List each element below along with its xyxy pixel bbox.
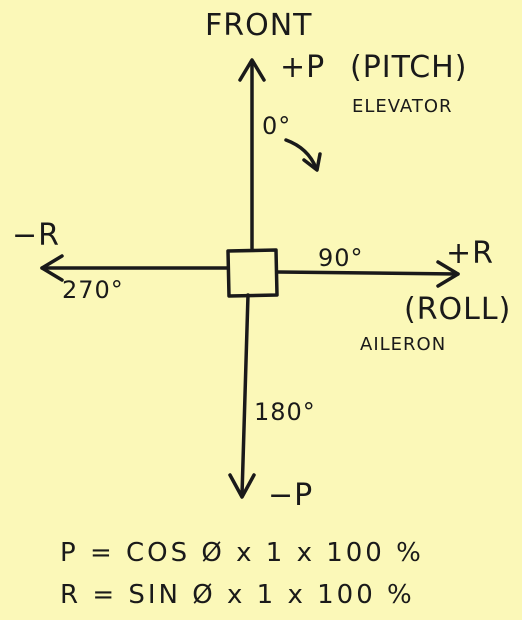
minus-r-label: −R xyxy=(12,218,60,253)
minus-p-label: −P xyxy=(268,478,314,513)
rotation-arrowhead xyxy=(302,152,322,172)
roll-axis-right xyxy=(276,270,460,276)
front-label: FRONT xyxy=(205,8,313,43)
center-square xyxy=(226,248,279,298)
one-eighty-degree-label: 180° xyxy=(254,398,316,426)
pitch-formula: P = COS Ø x 1 x 100 % xyxy=(60,538,424,568)
left-arrowhead xyxy=(40,254,64,282)
rotation-arrow xyxy=(284,138,318,170)
elevator-label: ELEVATOR xyxy=(352,96,453,117)
pitch-label: (PITCH) xyxy=(350,50,468,85)
ninety-degree-label: 90° xyxy=(318,244,364,272)
down-arrowhead xyxy=(228,473,256,499)
roll-formula: R = SIN Ø x 1 x 100 % xyxy=(60,580,415,610)
pitch-axis-lower xyxy=(240,293,250,497)
plus-r-label: +R xyxy=(446,236,494,271)
zero-degree-label: 0° xyxy=(262,112,292,140)
two-seventy-degree-label: 270° xyxy=(62,276,124,304)
roll-label: (ROLL) xyxy=(404,292,512,327)
right-arrowhead xyxy=(436,260,460,288)
aileron-label: AILERON xyxy=(360,334,447,355)
plus-p-label: +P xyxy=(280,50,326,85)
up-arrowhead xyxy=(238,58,266,82)
